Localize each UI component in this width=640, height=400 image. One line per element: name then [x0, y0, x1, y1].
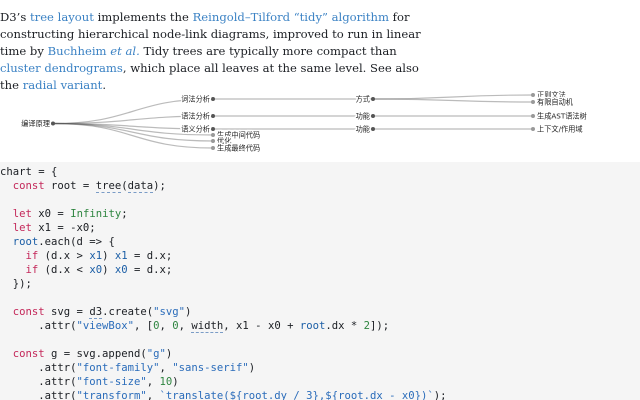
- width-reference[interactable]: width: [191, 320, 224, 333]
- tree-node: [371, 97, 375, 101]
- code-line-14: const g = svg.append("g"): [12, 348, 173, 360]
- code-line-17: .attr("transform", `translate(${root.dy …: [0, 390, 447, 400]
- code-line-2: const root = tree(data);: [12, 180, 166, 193]
- tree-reference[interactable]: tree: [95, 180, 122, 193]
- node-label-function: 功能: [356, 112, 370, 121]
- code-line-6: root.each(d => {: [12, 236, 115, 248]
- tree-link: [52, 122, 214, 130]
- tree-node: [531, 100, 535, 104]
- node-label-context: 上下文/作用域: [537, 125, 583, 134]
- d3-reference[interactable]: d3: [89, 306, 103, 319]
- node-label-ast: 生成AST语法树: [537, 112, 587, 121]
- tree-node: [51, 121, 55, 126]
- link-text: et al.: [110, 44, 140, 58]
- text: .: [102, 78, 107, 92]
- tree-node: [211, 114, 215, 118]
- tree-link: [372, 98, 534, 103]
- code-line-16: .attr("font-size", 10): [0, 376, 179, 388]
- node-label-lexical: 词法分析: [181, 95, 210, 104]
- node-label-regex: 正则文法: [537, 91, 566, 100]
- tree-link: [372, 94, 534, 100]
- code-line-12: .attr("viewBox", [0, 0, width, x1 - x0 +…: [0, 320, 390, 333]
- link-text: Buchheim: [47, 44, 111, 58]
- node-label-optimize: 优化: [217, 137, 231, 146]
- tree-layout-link[interactable]: tree layout: [30, 10, 94, 24]
- code-line-4: let x0 = Infinity;: [12, 208, 128, 220]
- tree-links: [52, 94, 534, 149]
- code-block[interactable]: chart = { const root = tree(data); let x…: [0, 162, 640, 400]
- tree-node: [531, 127, 535, 131]
- node-label-intermediate: 生成中间代码: [217, 131, 260, 140]
- code-line-9: });: [12, 278, 32, 290]
- tidy-tree-diagram: 编译原理 词法分析 语法分析 语义分析 生成中间代码 优化 生成最终代码 方式 …: [20, 89, 589, 154]
- node-label-syntax: 语法分析: [181, 112, 210, 121]
- tree-node: [211, 133, 215, 137]
- tree-labels: 编译原理 词法分析 语法分析 语义分析 生成中间代码 优化 生成最终代码 方式 …: [20, 89, 589, 154]
- data-reference[interactable]: data: [127, 180, 154, 193]
- node-label-function: 功能: [356, 125, 370, 134]
- tree-link: [52, 122, 214, 149]
- node-label-automaton: 有限自动机: [537, 98, 574, 107]
- text: Tidy trees are typically more compact th…: [139, 44, 397, 58]
- code-line-1: chart = {: [0, 166, 58, 178]
- tree-link: [52, 98, 214, 125]
- text: for constructing hierarchical node-link …: [0, 10, 421, 58]
- tree-node: [211, 127, 215, 131]
- code-line-8: if (d.x < x0) x0 = d.x;: [25, 264, 173, 276]
- description-paragraph: D3’s tree layout implements the Reingold…: [0, 9, 440, 94]
- node-label-method: 方式: [356, 95, 370, 104]
- code-cell[interactable]: chart = { const root = tree(data); let x…: [0, 162, 640, 400]
- tree-link: [52, 115, 214, 125]
- buchheim-link[interactable]: Buchheim et al.: [48, 44, 140, 58]
- radial-variant-link[interactable]: radial variant: [22, 78, 103, 92]
- tree-node: [531, 93, 535, 97]
- code-line-7: if (d.x > x1) x1 = d.x;: [25, 250, 173, 262]
- tree-node: [211, 97, 215, 101]
- text: D3’s: [0, 10, 30, 24]
- text: , which place all leaves at the same lev…: [0, 61, 419, 92]
- node-label-root: 编译原理: [21, 119, 50, 128]
- tree-node: [371, 114, 375, 118]
- tree-node: [371, 127, 375, 131]
- tree-node: [211, 146, 215, 150]
- tree-node: [531, 114, 535, 118]
- code-line-5: let x1 = -x0;: [12, 222, 96, 234]
- code-line-11: const svg = d3.create("svg"): [12, 306, 192, 319]
- node-label-final: 生成最终代码: [217, 144, 260, 153]
- node-label-semantic: 语义分析: [181, 125, 210, 134]
- algorithm-link[interactable]: Reingold–Tilford “tidy” algorithm: [192, 10, 389, 24]
- text: implements the: [93, 10, 193, 24]
- code-line-15: .attr("font-family", "sans-serif"): [0, 362, 256, 374]
- tree-link: [52, 122, 214, 136]
- tree-nodes: [51, 93, 535, 150]
- cluster-dendrograms-link[interactable]: cluster dendrograms: [0, 61, 123, 75]
- tree-node: [211, 139, 215, 143]
- tree-link: [52, 122, 214, 142]
